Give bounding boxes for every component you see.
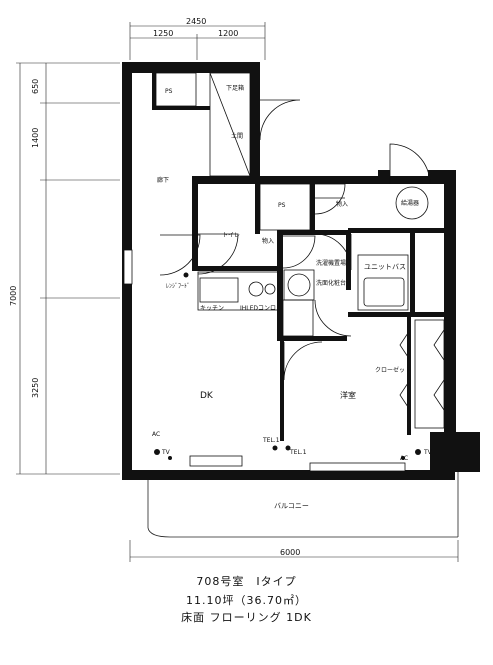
- room-shoe-box: 下足箱: [226, 84, 244, 92]
- fixtures: [155, 72, 445, 429]
- label-ac-2: AC: [400, 455, 408, 462]
- room-entrance: 土間: [231, 132, 243, 140]
- room-closet: クローゼット: [375, 366, 411, 374]
- label-tv-1: TV: [161, 449, 171, 456]
- label-tel-2: TEL.1: [289, 449, 307, 456]
- caption-room: 708号室 Iタイプ: [196, 575, 297, 588]
- outer-walls: [122, 62, 480, 480]
- room-vanity: 洗面化粧台: [316, 279, 346, 287]
- room-western: 洋室: [340, 390, 356, 400]
- label-tv-2: TV: [423, 449, 433, 456]
- dim-bottom: 6000: [280, 548, 300, 557]
- dim-top-right: 1200: [218, 29, 238, 38]
- room-hallway: 廊下: [157, 176, 169, 184]
- dim-left-4: 3250: [31, 378, 40, 398]
- dim-left-1: 650: [31, 79, 40, 94]
- room-ps-top: PS: [165, 88, 173, 95]
- dim-left-total: 7000: [9, 286, 18, 306]
- room-kitchen: キッチン: [200, 305, 224, 312]
- room-range-hood: ﾚﾝｼﾞﾌｰﾄﾞ: [166, 283, 190, 290]
- room-ps-mid: PS: [278, 202, 286, 209]
- balcony-label: バルコニー: [274, 502, 309, 510]
- dim-top-left: 1250: [153, 29, 173, 38]
- room-dk: DK: [200, 391, 214, 401]
- outlets: [154, 272, 421, 460]
- doors: [159, 99, 431, 381]
- room-water-heater: 給湯器: [401, 199, 419, 207]
- caption-area: 11.10坪（36.70㎡）: [186, 594, 307, 607]
- label-ac-1: AC: [152, 431, 160, 438]
- room-ih-stove: IHLEDコンロ: [240, 305, 276, 312]
- room-unit-bath: ユニットバス: [364, 263, 406, 271]
- interior-walls: [152, 73, 446, 441]
- dim-left-2: 1400: [31, 128, 40, 148]
- caption-floor: 床面 フローリング 1DK: [181, 611, 312, 624]
- room-toilet: トイレ: [222, 232, 240, 239]
- dim-top-total: 2450: [186, 17, 206, 26]
- room-washer: 洗濯機置場: [316, 259, 346, 267]
- dimension-lines: [16, 22, 459, 562]
- room-storage-small: 物入: [262, 237, 274, 245]
- room-storage: 物入: [336, 200, 348, 208]
- label-tel-1: TEL.1: [262, 437, 280, 444]
- windows: [123, 249, 406, 472]
